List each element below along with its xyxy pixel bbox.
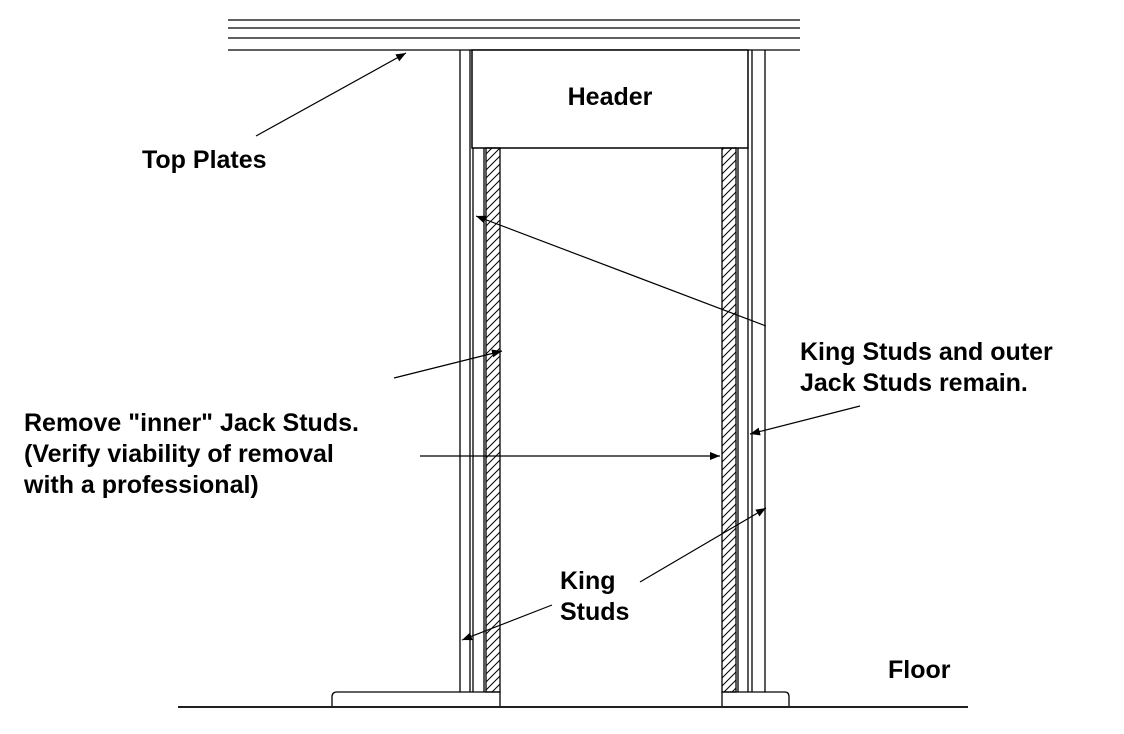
floor-label: Floor [888,656,951,684]
remove-inner-jack-studs-label: Remove "inner" Jack Studs. (Verify viabi… [24,408,359,501]
arrow-king-right [639,507,767,583]
remove-label-line-3: with a professional) [24,471,259,499]
king-outer-label-line-1: King Studs and outer [800,338,1053,366]
arrow-king-left [461,604,553,641]
top-plates [228,19,800,51]
left-inner-jack-stud [485,147,501,693]
remove-label-line-2: (Verify viability of removal [24,440,334,468]
header-label: Header [567,83,653,111]
king-label-line-1: King [560,567,616,595]
top-plates-label: Top Plates [142,146,267,174]
arrow-top-plates [255,52,407,137]
king-outer-label-line-2: Jack Studs remain. [800,369,1028,397]
king-label-line-2: Studs [560,598,630,626]
king-studs-label: King Studs [560,566,629,628]
header-beam [471,49,749,149]
king-and-outer-jack-studs-label: King Studs and outer Jack Studs remain. [800,337,1053,399]
right-bottom-plate [721,691,790,706]
right-king-stud [751,50,766,692]
right-inner-jack-stud [721,147,737,693]
arrow-inner-jack-left [393,349,503,379]
left-outer-jack-stud [472,148,485,692]
left-king-stud [459,50,471,692]
arrow-outer-jack-right [749,405,861,436]
remove-label-line-1: Remove "inner" Jack Studs. [24,409,359,437]
right-outer-jack-stud [737,148,749,692]
arrow-outer-jack-left [475,215,767,327]
left-bottom-plate [331,691,501,706]
